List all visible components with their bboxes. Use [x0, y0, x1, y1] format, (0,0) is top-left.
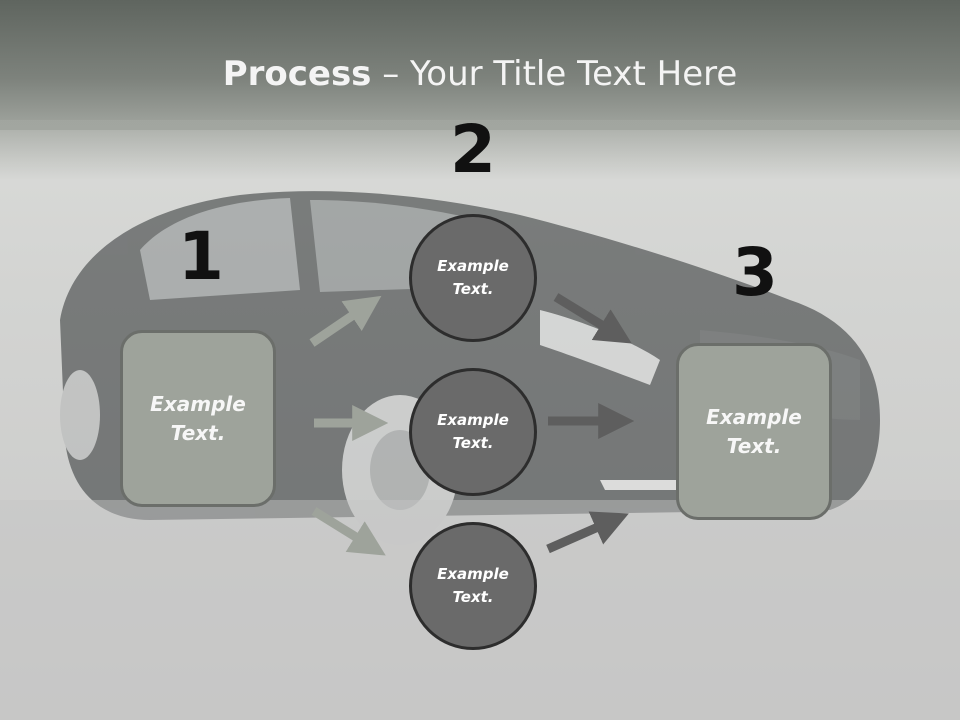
slide-title: Process – Your Title Text Here: [0, 54, 960, 94]
circle-bottom: Example Text.: [409, 522, 537, 650]
circle-top-text: Example Text.: [437, 257, 509, 298]
arrow-bottom-to-right: [546, 511, 629, 554]
arrow-top-to-right: [553, 293, 632, 344]
circle-middle-text: Example Text.: [437, 411, 509, 452]
title-bold: Process: [222, 54, 372, 94]
arrow-left-to-top: [309, 295, 382, 347]
header-band: [0, 0, 960, 130]
arrow-left-to-bottom: [311, 507, 386, 556]
left-box-text: Example Text.: [150, 391, 246, 445]
circle-top: Example Text.: [409, 214, 537, 342]
circle-middle: Example Text.: [409, 368, 537, 496]
title-rest: – Your Title Text Here: [371, 54, 738, 94]
header-fade: [0, 120, 960, 180]
step-number-2: 2: [450, 111, 496, 188]
step-number-3: 3: [732, 234, 778, 311]
step-number-1: 1: [178, 218, 224, 295]
circle-bottom-text: Example Text.: [437, 565, 509, 606]
left-process-box: Example Text.: [120, 330, 276, 507]
right-process-box: Example Text.: [676, 343, 832, 520]
right-box-text: Example Text.: [706, 404, 802, 458]
